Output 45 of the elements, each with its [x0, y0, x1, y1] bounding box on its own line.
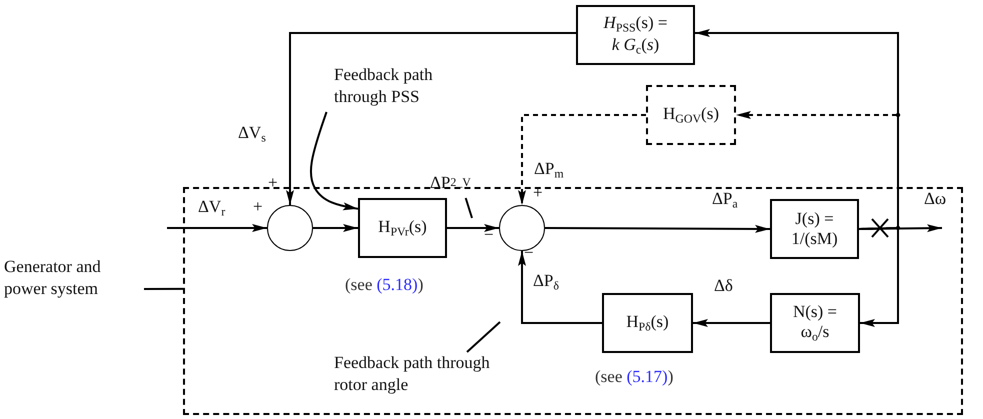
block-label: H$_{GOV}$(s): [662, 104, 720, 126]
sign-label: +: [533, 184, 543, 201]
signal-arrow: [313, 224, 358, 232]
signal-arrow: [695, 29, 899, 230]
block-label: H$_{PVr}$(s): [377, 216, 428, 240]
leader-line: [464, 198, 473, 218]
annotation-text: Generator and power system: [4, 255, 144, 301]
transfer-function-block: [358, 198, 447, 258]
transfer-function-block: [576, 5, 695, 65]
signal-arrow: [693, 319, 770, 327]
edge-label: Δδ: [714, 277, 733, 294]
edge-label: ΔV$_{r}$: [198, 198, 226, 218]
transfer-function-block: [602, 293, 693, 353]
leader-line: [310, 112, 358, 210]
block-label: N(s) = ω$_{o}$/s: [792, 302, 838, 344]
reference-note: (see (5.18)): [345, 276, 424, 293]
edge-label: Δω: [924, 190, 946, 207]
sign-label: +: [253, 198, 263, 215]
leader-line: [144, 288, 183, 290]
edge-label: ΔP$_{a}$: [712, 190, 738, 210]
summing-junction: [499, 205, 545, 251]
sign-label: −: [484, 226, 494, 243]
block-label: J(s) = 1/(sM): [790, 209, 839, 249]
signal-arrow: [518, 114, 646, 205]
signal-arrow: [286, 32, 576, 205]
block-label: H$_{Pδ}$(s): [625, 312, 670, 334]
signal-arrow: [545, 224, 770, 233]
sign-label: +: [268, 174, 278, 191]
block-label: H$_{PSS}$(s) = k G$_{c}$(s): [602, 12, 668, 58]
edge-label: ΔP$_{δ}$: [533, 272, 559, 292]
signal-arrow: [447, 224, 499, 232]
dashed-boundary-box: [646, 85, 736, 145]
reference-note: (see (5.17)): [595, 368, 674, 385]
sign-label: −: [524, 244, 534, 261]
annotation-text: Feedback path through PSS: [322, 60, 472, 112]
signal-arrow: [167, 224, 267, 232]
leader-line: [466, 321, 501, 353]
edge-label: ΔP$_{m}$: [534, 160, 564, 180]
annotation-text: Feedback path through rotor angle: [334, 352, 524, 396]
edge-label: ΔV$_{s}$: [238, 124, 266, 144]
transfer-function-block: [770, 199, 859, 259]
signal-arrow: [736, 111, 899, 230]
transfer-function-block: [770, 293, 860, 353]
signal-arrow: [518, 251, 602, 324]
summing-junction: [267, 205, 313, 251]
